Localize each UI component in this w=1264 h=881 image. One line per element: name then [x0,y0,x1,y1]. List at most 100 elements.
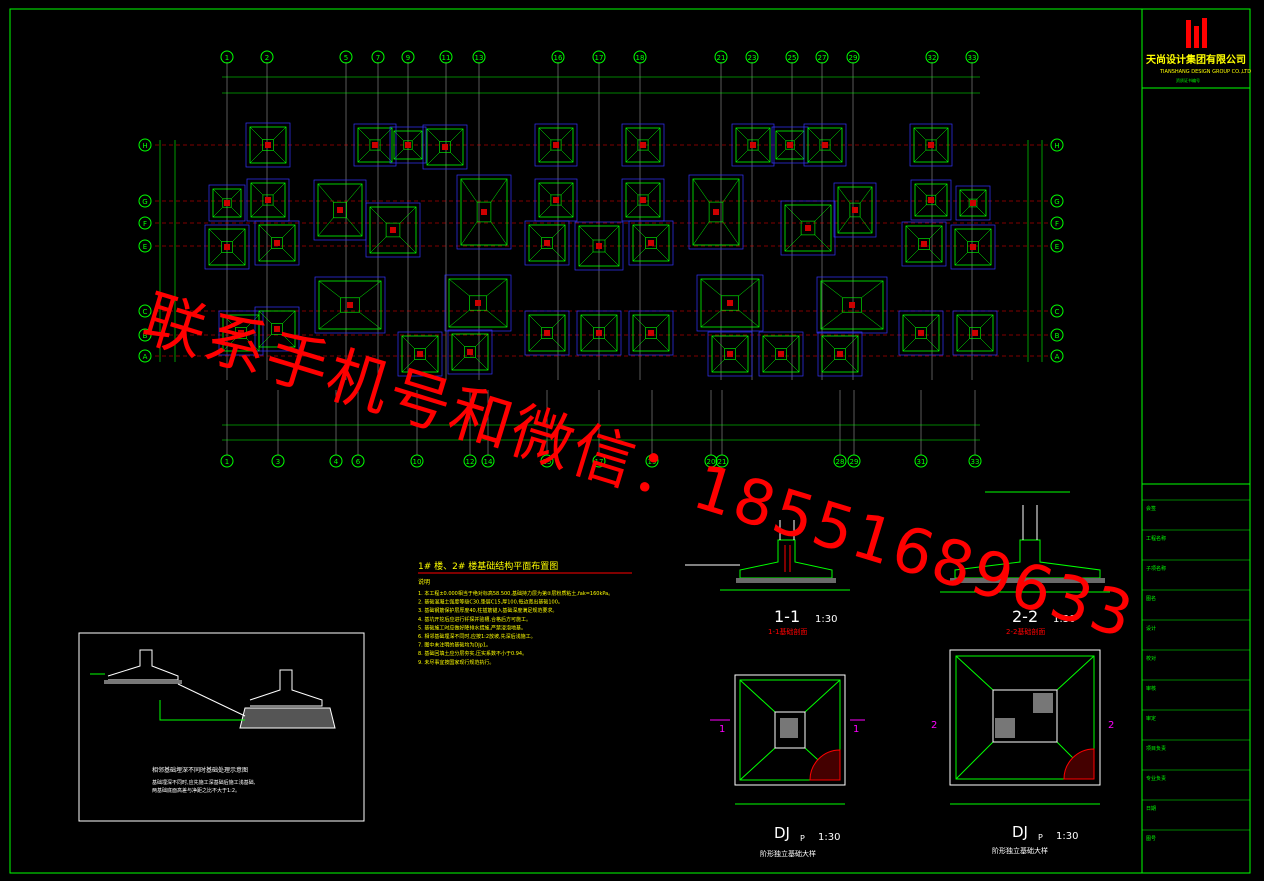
top-axis-label: 18 [636,54,645,62]
top-axis-label: 33 [968,54,977,62]
plan-title: 1# 楼、2# 楼基础结构平面布置图 [418,560,558,572]
detail-note-1: 基础埋深不同时,应先施工深基础后施工浅基础, [152,779,256,786]
title-block-row: 图名 [1146,595,1156,602]
title-block-row: 校对 [1146,655,1156,662]
top-axis-label: 21 [717,54,726,62]
bottom-axis-label: 28 [836,458,845,466]
djp-left-title: DJ [774,824,790,842]
top-axis-label: 29 [849,54,858,62]
bottom-axis-label: 17 [595,458,604,466]
bottom-axis-label: 19 [648,458,657,466]
stepped-foundation-detail: 相邻基础埋深不同时基础处理示意图 基础埋深不同时,应先施工深基础后施工浅基础, … [78,632,365,822]
detail-note-2: 两基础底面高差与净距之比不大于1:2。 [152,787,240,794]
section-2-scale: 1:30 [1053,614,1075,625]
top-axis-label: 17 [595,54,604,62]
top-axis-label: 27 [818,54,827,62]
axis-grid [155,62,1050,455]
note-line: 8. 基础回填土应分层夯实,压实系数不小于0.94。 [418,650,527,657]
note-line: 9. 未尽事宜按国家现行规范执行。 [418,659,494,666]
left-axis-label: B [143,332,148,340]
section-1-title: 1-1 [774,607,800,626]
top-axis-label: 32 [928,54,937,62]
title-block-row: 专业负责 [1146,775,1166,782]
certificate-label: 资质证书编号 [1176,77,1200,83]
right-axis-label: G [1054,198,1059,206]
bottom-axis-label: 12 [466,458,475,466]
left-axis-label: E [143,243,147,251]
left-axis-label: G [142,198,147,206]
right-axis-label: E [1055,243,1059,251]
note-line: 1. 本工程±0.000相当于绝对标高58.500,基础持力层为第②层粉质粘土,… [418,590,613,597]
top-axis-label: 11 [442,54,451,62]
top-axis-label: 13 [475,54,484,62]
djp-right-detail: 2 2 DJ P 1:30 阶形独立基础大样 [931,649,1114,855]
bottom-axis-label: 6 [356,458,361,466]
title-block-row: 审定 [1146,715,1156,722]
company-name-cn: 天尚设计集团有限公司 [1146,53,1246,66]
top-axis-label: 9 [406,54,410,62]
djp-right-scale: 1:30 [1056,831,1078,842]
bottom-axis-label: 29 [850,458,859,466]
top-axis-label: 5 [344,54,348,62]
title-block-row: 子项名称 [1146,565,1166,572]
section-mark-2b: 2 [1108,720,1114,731]
bottom-axis-label: 3 [276,458,280,466]
section-mark-2a: 2 [931,720,937,731]
djp-right-caption: 阶形独立基础大样 [992,846,1048,855]
title-block-row: 图号 [1146,836,1156,842]
note-line: 7. 图中未注明的基础均为DJp1。 [418,642,491,649]
right-axis-label: B [1055,332,1060,340]
general-notes: 1# 楼、2# 楼基础结构平面布置图 说明 1. 本工程±0.000相当于绝对标… [418,560,632,666]
right-axis-label: F [1055,220,1059,228]
title-block-row: 项目负责 [1146,745,1166,752]
section-1-caption: 1-1基础剖面 [768,627,807,636]
bottom-axis-label: 14 [484,458,493,466]
title-block-row: 会签 [1146,505,1156,512]
note-line: 4. 基坑开挖后应进行钎探并验槽,合格后方可施工。 [418,616,531,623]
bottom-axis-label: 31 [917,458,926,466]
section-2-caption: 2-2基础剖面 [1006,627,1045,636]
left-axis-label: F [143,220,147,228]
top-axis-label: 16 [554,54,563,62]
drawing-frame [9,8,1251,874]
djp-left-sub: P [800,834,805,843]
djp-left-detail: 1 1 DJ P 1:30 阶形独立基础大样 [710,674,865,858]
top-axis-label: 25 [788,54,797,62]
left-axis-label: A [143,353,148,361]
right-axis-label: H [1054,142,1059,150]
company-name-en: TIANSHANG DESIGN GROUP CO.,LTD [1159,69,1251,75]
note-line: 2. 基础混凝土强度等级C30,垫层C15,厚100,每边宽出基础100。 [418,599,563,606]
section-2-2-detail: 2-2 1:30 2-2基础剖面 [940,491,1110,636]
bottom-axis-label: 1 [225,458,229,466]
top-axis-label: 1 [225,54,229,62]
title-block-row: 工程名称 [1146,535,1166,542]
section-1-1-detail: 1-1 1:30 1-1基础剖面 [685,520,850,636]
section-1-scale: 1:30 [815,614,837,625]
bottom-axis-label: 33 [971,458,980,466]
note-line: 6. 相邻基础埋深不同时,应按1:2放坡,先深后浅施工。 [418,633,536,640]
djp-right-title: DJ [1012,823,1028,841]
bottom-axis-label: 20 [707,458,716,466]
section-2-title: 2-2 [1012,607,1038,626]
company-logo-icon [1186,18,1207,48]
left-axis-label: C [143,308,148,316]
bottom-axis-label: 21 [718,458,727,466]
djp-right-sub: P [1038,833,1043,842]
bottom-axis-label: 10 [413,458,422,466]
title-block: 天尚设计集团有限公司 TIANSHANG DESIGN GROUP CO.,LT… [1142,18,1251,842]
title-block-row: 日期 [1146,806,1156,812]
djp-left-caption: 阶形独立基础大样 [760,849,816,858]
bottom-axis-label: 15 [543,458,552,466]
notes-heading: 说明 [418,578,430,586]
top-axis-label: 7 [376,54,380,62]
top-axis-label: 23 [748,54,757,62]
section-mark-1b: 1 [853,724,859,735]
bottom-axis-label: 4 [334,458,339,466]
right-axis-label: A [1055,353,1060,361]
left-axis-label: H [142,142,147,150]
note-line: 3. 基础钢筋保护层厚度40,柱插筋锚入基础深度满足规范要求。 [418,607,557,614]
note-line: 5. 基础施工时应做好降排水措施,严禁浸泡地基。 [418,624,526,631]
section-mark-1a: 1 [719,724,725,735]
djp-left-scale: 1:30 [818,832,840,843]
